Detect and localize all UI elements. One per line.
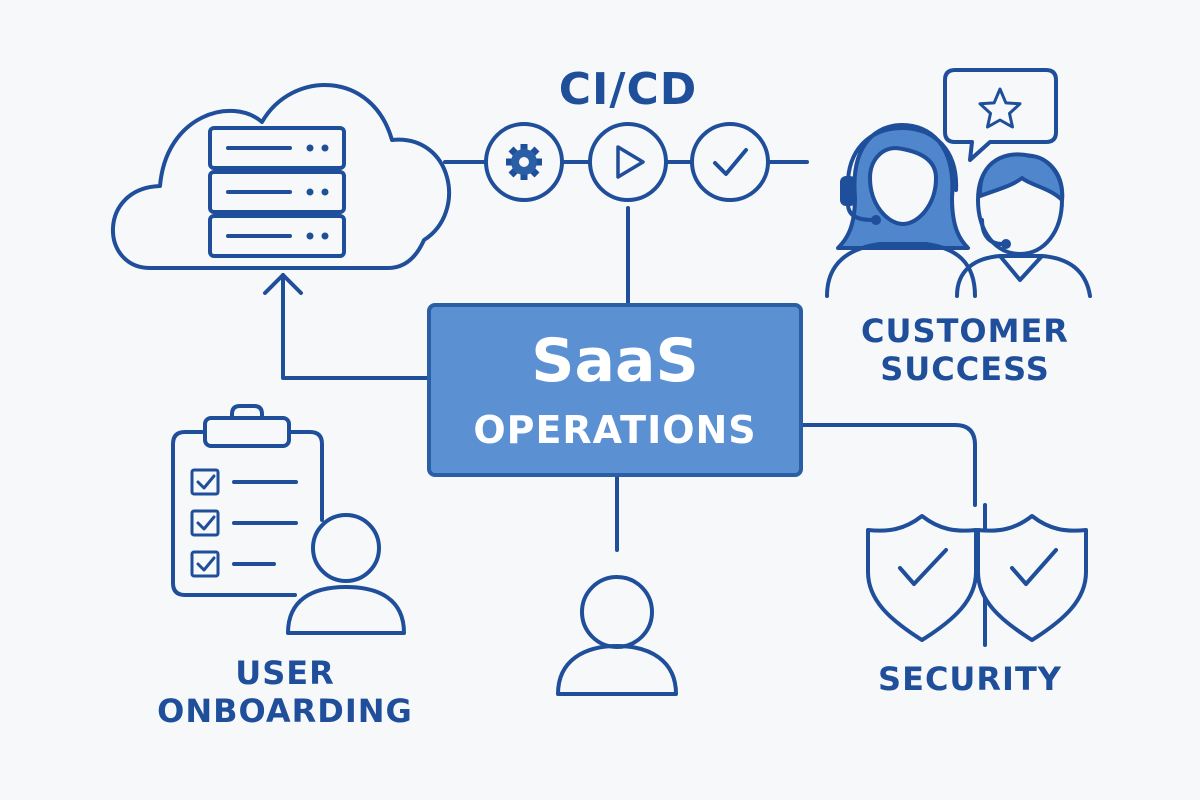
center-node: SaaS OPERATIONS [427, 303, 803, 477]
user-icon [286, 513, 406, 635]
customer-success-line2: SUCCESS [880, 350, 1050, 389]
shield-check-icon [866, 503, 1088, 647]
user-icon [955, 152, 1092, 298]
star-speech-bubble-icon [943, 68, 1058, 162]
cicd-label: CI/CD [558, 64, 698, 115]
security-label: SECURITY [878, 660, 1062, 698]
support-agent-icon [825, 123, 977, 298]
user-onboarding-line1: USER [235, 654, 335, 692]
arrowhead-up [263, 273, 303, 295]
cicd-pipeline [443, 122, 809, 202]
user-icon [556, 575, 678, 696]
center-title: SaaS [531, 326, 699, 396]
clipboard-checklist-icon [171, 404, 324, 597]
customer-success-label: CUSTOMER SUCCESS [840, 312, 1090, 389]
connector-to-security [801, 423, 977, 507]
center-subtitle: OPERATIONS [473, 408, 757, 452]
customer-success-line1: CUSTOMER [861, 312, 1069, 350]
user-onboarding-line2: ONBOARDING [157, 692, 413, 731]
check-icon [713, 148, 748, 176]
connector-to-cloud [281, 273, 429, 380]
play-icon [616, 145, 645, 179]
cloud-server-icon [111, 83, 451, 270]
connectors [263, 206, 977, 552]
gear-icon [506, 144, 542, 180]
user-onboarding-label: USER ONBOARDING [150, 654, 420, 731]
